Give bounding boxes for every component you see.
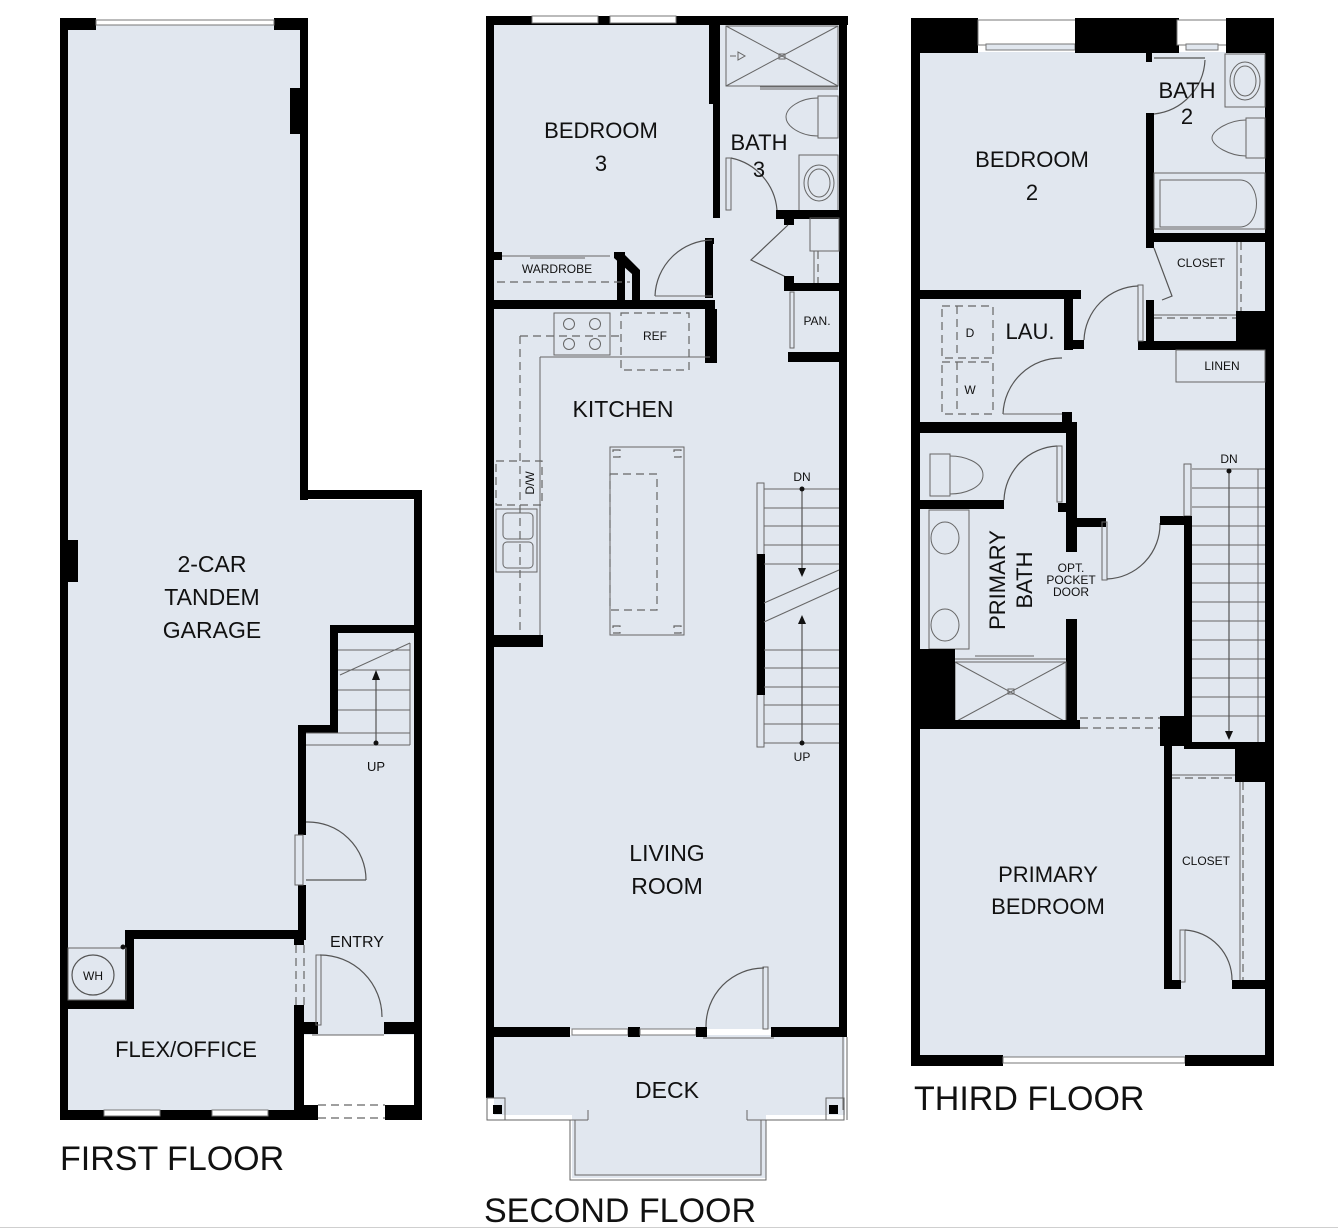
pocket-door-label-line1: OPT. <box>1058 561 1085 575</box>
dishwasher-label: D/W <box>523 471 537 495</box>
deck-railing <box>486 1037 848 1181</box>
entry-door-icon <box>312 954 384 1036</box>
wardrobe-label: WARDROBE <box>522 262 592 276</box>
washer-label: W <box>964 383 976 397</box>
bath-3-label-line1: BATH <box>730 130 787 155</box>
stairs-icon <box>756 482 840 748</box>
third-floor-plan: CLOSET LINEN D W LAU. <box>911 18 1274 1118</box>
first-floor-title: FIRST FLOOR <box>60 1140 284 1178</box>
pocket-door-label-line3: DOOR <box>1053 585 1089 599</box>
wardrobe-icon <box>497 255 630 283</box>
stairs-up-label: UP <box>794 750 811 764</box>
laundry-label: LAU. <box>1006 319 1055 344</box>
pocket-door-label-line2: POCKET <box>1046 573 1096 587</box>
stairs-down-label: DN <box>793 470 810 484</box>
entry-label: ENTRY <box>330 934 384 951</box>
deck-door-icon <box>703 966 774 1039</box>
second-floor-title: SECOND FLOOR <box>484 1192 756 1230</box>
garage-label-line2: TANDEM <box>164 584 259 610</box>
closet-lower-label: CLOSET <box>1182 854 1231 868</box>
toilet-icon <box>785 95 839 139</box>
shower-icon <box>725 25 839 90</box>
bedroom-3-label-line1: BEDROOM <box>544 118 658 143</box>
pantry-label: PAN. <box>803 314 830 328</box>
first-floor-plan: UP WH <box>60 18 422 1178</box>
refrigerator-label: REF <box>643 329 667 343</box>
primary-bath-label-line2: BATH <box>1012 551 1037 608</box>
linen-label: LINEN <box>1204 359 1239 373</box>
living-room-label-line1: LIVING <box>629 840 704 866</box>
bedroom-3-label-line2: 3 <box>595 151 607 176</box>
bedroom-2-label-line2: 2 <box>1026 180 1038 205</box>
deck-label: DECK <box>635 1077 700 1103</box>
bath-3-label-line2: 3 <box>753 157 765 182</box>
cooktop-icon <box>553 312 611 356</box>
stairs-down-label: DN <box>1220 452 1237 466</box>
bathtub-icon <box>1153 172 1266 230</box>
primary-bedroom-label-line1: PRIMARY <box>998 862 1098 887</box>
stairs-icon <box>306 642 411 746</box>
sink-icon <box>1224 53 1266 108</box>
garage-label-line3: GARAGE <box>163 617 261 643</box>
kitchen-sink-icon <box>495 508 538 573</box>
toilet-icon <box>1211 117 1266 159</box>
primary-bath-label-line1: PRIMARY <box>985 530 1010 630</box>
living-room-label-line2: ROOM <box>631 873 703 899</box>
kitchen-label: KITCHEN <box>573 396 674 422</box>
kitchen-island-icon <box>609 446 685 636</box>
primary-bedroom-label-line2: BEDROOM <box>991 894 1105 919</box>
washer-icon <box>941 361 994 415</box>
bath-2-label-line2: 2 <box>1181 104 1193 129</box>
linen-shelf <box>1175 349 1266 383</box>
closet-upper-label: CLOSET <box>1177 256 1226 270</box>
refrigerator-icon <box>620 312 690 371</box>
shower-icon <box>954 655 1067 723</box>
toilet-icon <box>929 453 984 497</box>
door-icon <box>294 821 367 886</box>
second-floor-plan: WARDROBE <box>484 15 848 1230</box>
water-heater-label: WH <box>83 969 103 983</box>
dryer-icon <box>941 305 994 359</box>
bath-2-label-line1: BATH <box>1158 78 1215 103</box>
dryer-label: D <box>966 326 975 340</box>
water-heater-icon <box>71 954 115 996</box>
stairs-up-label: UP <box>367 759 385 774</box>
garage-label-line1: 2-CAR <box>177 551 246 577</box>
third-floor-title: THIRD FLOOR <box>914 1080 1144 1118</box>
flex-office-label: FLEX/OFFICE <box>115 1037 257 1062</box>
dishwasher-icon <box>495 460 543 506</box>
divider <box>0 1227 1338 1228</box>
bedroom-2-label-line1: BEDROOM <box>975 147 1089 172</box>
stairs-icon <box>1183 463 1265 744</box>
